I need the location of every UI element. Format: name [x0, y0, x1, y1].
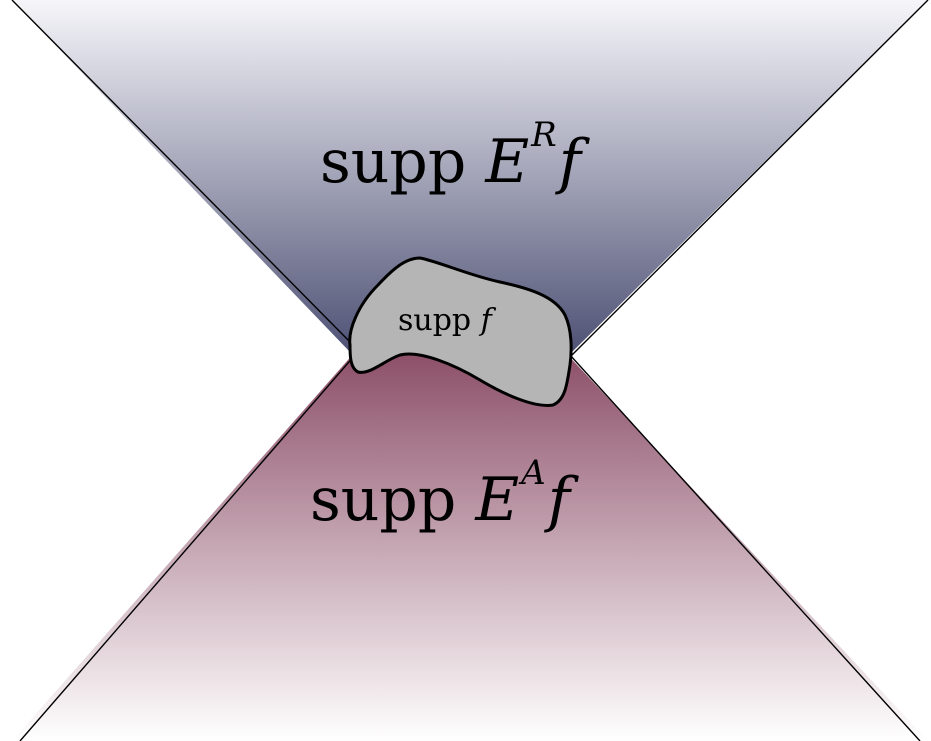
past-label-operator: E [474, 465, 519, 535]
past-label-superscript: A [518, 453, 546, 493]
future-label-superscript: R [530, 115, 557, 155]
source-label-prefix: supp [398, 303, 481, 338]
cone-boundary-left-lower [19, 354, 356, 741]
future-label-operator: E [484, 127, 529, 197]
past-cone-region [12, 352, 928, 741]
cone-boundary-left-upper [11, 0, 356, 348]
cone-boundary-right-upper [571, 0, 929, 356]
future-cone-region [12, 0, 928, 352]
future-support-label: supp ERf [320, 115, 591, 197]
past-label-prefix: supp [310, 465, 475, 535]
source-support-region [348, 256, 573, 407]
cone-boundary-right-lower [569, 354, 921, 741]
future-label-prefix: supp [320, 127, 485, 197]
source-support-label: supp f [398, 303, 497, 338]
